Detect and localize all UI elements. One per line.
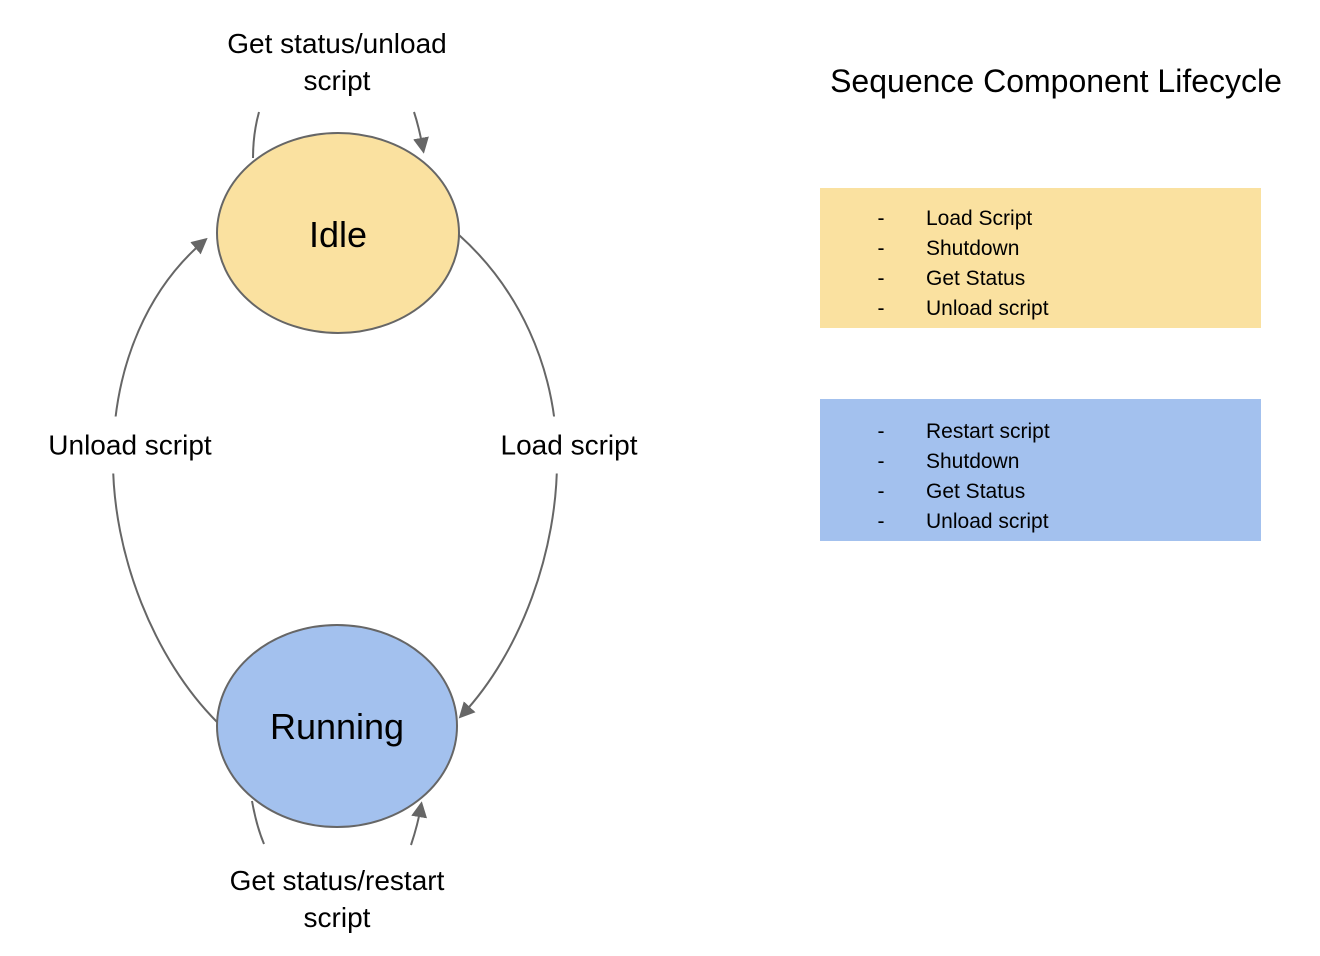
legend-item-label: Restart script xyxy=(926,420,1050,443)
legend-item: - Restart script xyxy=(820,417,1261,447)
dash-bullet: - xyxy=(877,480,885,503)
legend-item-label: Shutdown xyxy=(926,450,1020,473)
legend-item-label: Unload script xyxy=(926,297,1049,320)
idle-self-loop-label-line1: Get status/unload xyxy=(227,28,447,59)
dash-bullet: - xyxy=(877,237,885,260)
running-self-loop-label: Get status/restart script xyxy=(230,862,445,936)
unload-script-edge-label: Unload script xyxy=(42,416,218,474)
page-title: Sequence Component Lifecycle xyxy=(830,63,1282,99)
idle-self-loop-label: Get status/unload script xyxy=(227,25,446,99)
state-shapes xyxy=(216,132,460,828)
dash-bullet: - xyxy=(877,297,885,320)
legend-item: - Unload script xyxy=(820,294,1261,324)
idle-self-loop-left-arc xyxy=(252,111,260,159)
load-script-edge xyxy=(458,234,559,719)
unload-script-edge xyxy=(111,237,218,723)
idle-state-label: Idle xyxy=(308,214,368,255)
dash-bullet: - xyxy=(877,420,885,443)
load-script-edge-label: Load script xyxy=(494,416,644,474)
legend-item: - Shutdown xyxy=(820,447,1261,477)
idle-legend-box: - Load Script - Shutdown - Get Status - … xyxy=(820,188,1261,328)
legend-item: - Load Script xyxy=(820,204,1261,234)
running-self-loop-right-arc xyxy=(410,801,428,846)
running-state-label: Running xyxy=(269,706,405,747)
running-state-ellipse xyxy=(216,624,458,828)
legend-item-label: Load Script xyxy=(926,207,1033,230)
dash-bullet: - xyxy=(877,207,885,230)
dash-bullet: - xyxy=(877,450,885,473)
running-self-loop-label-line1: Get status/restart xyxy=(229,865,445,896)
running-self-loop-left-arc xyxy=(251,800,265,845)
idle-self-loop-right-arc xyxy=(413,111,429,154)
legend-item-label: Get Status xyxy=(926,480,1026,503)
legend-item: - Get Status xyxy=(820,477,1261,507)
legend-item-label: Unload script xyxy=(926,510,1049,533)
idle-self-loop-label-line2: script xyxy=(303,65,371,96)
legend-item-label: Get Status xyxy=(926,267,1026,290)
dash-bullet: - xyxy=(877,510,885,533)
legend-item-label: Shutdown xyxy=(926,237,1020,260)
running-self-loop-label-line2: script xyxy=(303,902,371,933)
idle-state-ellipse xyxy=(216,132,460,334)
running-legend-box: - Restart script - Shutdown - Get Status… xyxy=(820,399,1261,541)
legend-item: - Get Status xyxy=(820,264,1261,294)
legend-item: - Unload script xyxy=(820,507,1261,537)
legend-item: - Shutdown xyxy=(820,234,1261,264)
dash-bullet: - xyxy=(877,267,885,290)
